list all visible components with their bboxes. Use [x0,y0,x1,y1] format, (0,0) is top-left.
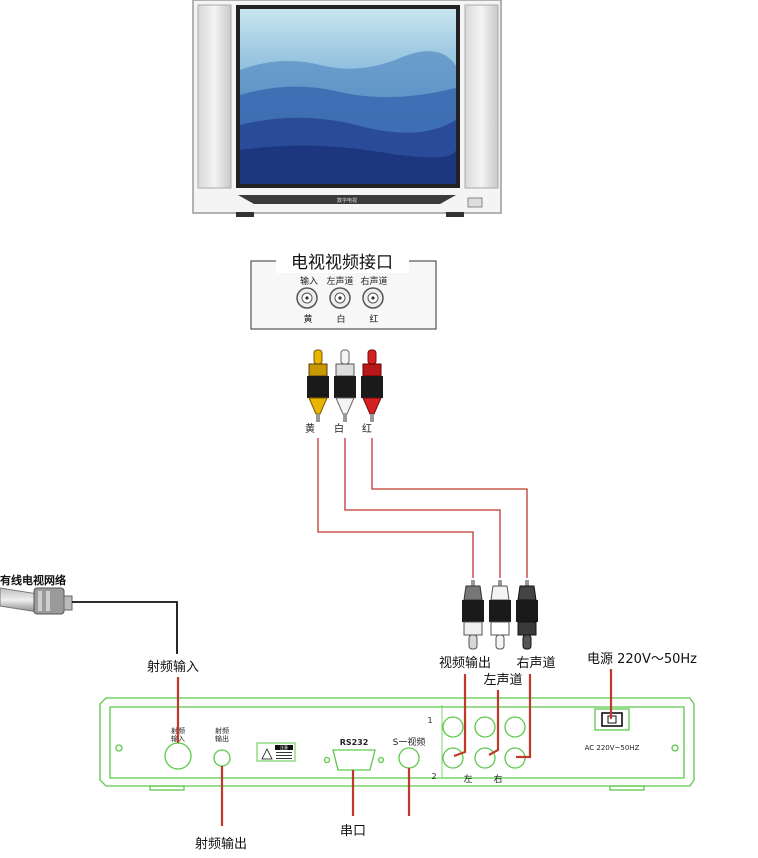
av-jack-2-2[interactable] [474,747,496,769]
stb-row-2-label: 2 [431,772,436,781]
coax-cable [0,587,73,615]
av-jack-red[interactable] [362,287,384,309]
stb-left-label: 左 [463,773,472,785]
av-jack-1-2[interactable] [474,716,496,738]
av-panel-title: 电视视频接口 [291,253,393,273]
jack-color-red: 红 [369,313,378,325]
stb-right-label: 右 [493,773,502,785]
stb-svideo-label: S一视频 [393,736,426,748]
jack-color-yellow: 黄 [303,313,312,325]
tv-brand-label: 数字电视 [337,197,357,204]
label-power: 电源 220V～50Hz [587,652,697,667]
stb-row-1-label: 1 [427,716,432,725]
stb-ac-label: AC 220V~50HZ [585,744,640,752]
av-jack-2-1[interactable] [442,747,464,769]
rca-plug-yellow-top[interactable] [307,349,329,422]
tv-av-panel: 电视视频接口 输入 左声道 右声道 黄 白 红 [250,249,437,330]
label-right-channel: 右声道 [516,656,555,671]
rs232-port[interactable] [332,749,376,771]
rca-plug-yellow-bottom[interactable] [462,580,484,650]
av-jack-white[interactable] [329,287,351,309]
label-serial: 串口 [340,824,366,839]
jack-label-input: 输入 [300,275,318,287]
jack-label-right: 右声道 [360,275,387,287]
warning-title: 注意 [280,744,288,750]
cable-network-label: 有线电视网络 [0,573,66,587]
stb-rf-out-label-1: 射频 [215,726,229,735]
warning-sticker [256,742,296,762]
label-left-channel: 左声道 [483,673,522,688]
jack-color-white: 白 [336,313,345,325]
cable-label-red: 红 [362,422,372,435]
av-jack-1-1[interactable] [442,716,464,738]
coax-wire [72,601,178,654]
rca-plug-dark-bottom[interactable] [516,580,538,650]
set-top-box [99,697,695,791]
warning-sticker-content: 注意 [261,744,293,760]
rca-plug-red-top[interactable] [361,349,383,422]
rca-plug-white-bottom[interactable] [489,580,511,650]
pointer-lines [176,669,613,826]
label-rf-in: 射频输入 [147,659,199,675]
stb-rf-out-label-2: 输出 [215,734,229,743]
tv-set: 数字电视 [192,0,502,217]
jack-label-left: 左声道 [326,275,353,287]
cable-label-white: 白 [334,422,344,435]
tv-power-button[interactable] [467,197,483,208]
cable-label-yellow: 黄 [305,422,315,435]
stb-rs232-label: RS232 [340,738,369,747]
av-jack-yellow[interactable] [296,287,318,309]
label-video-out: 视频输出 [439,655,491,671]
av-jack-1-3[interactable] [504,716,526,738]
av-cable-wires [316,438,529,578]
rca-plug-white-top[interactable] [334,349,356,422]
warning-triangle-icon [261,748,273,760]
label-rf-out: 射频输出 [195,836,247,852]
